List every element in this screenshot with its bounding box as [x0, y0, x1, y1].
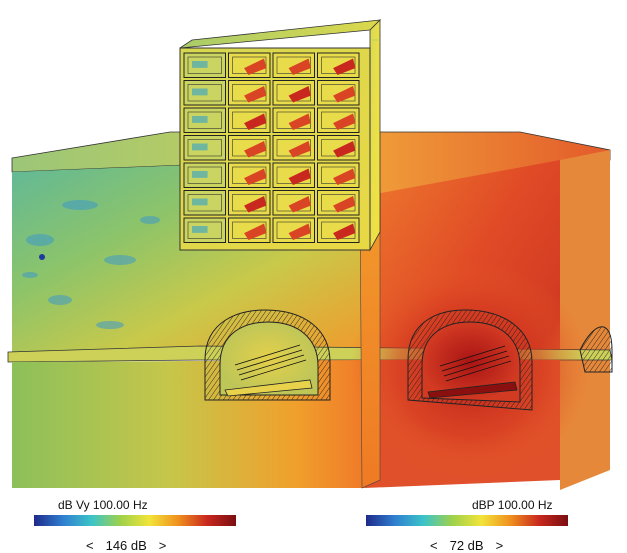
cell — [317, 162, 360, 188]
minimum-point — [39, 254, 45, 260]
legend-left-value: 146 dB — [105, 538, 147, 553]
tunnel-far-right — [579, 326, 613, 373]
box-side-face — [369, 19, 381, 252]
cell — [228, 217, 271, 243]
cell — [183, 80, 226, 106]
cell — [228, 190, 271, 216]
cell — [183, 135, 226, 161]
legend-left-colorbar — [34, 515, 236, 526]
cell-grid — [183, 52, 360, 243]
cell — [183, 162, 226, 188]
legend-right-prev-button[interactable]: < — [430, 538, 438, 553]
cell — [228, 80, 271, 106]
cell — [272, 80, 315, 106]
cell — [272, 52, 315, 78]
tunnel-left — [204, 309, 331, 401]
cell — [272, 162, 315, 188]
cell — [183, 217, 226, 243]
legend-left-prev-button[interactable]: < — [86, 538, 94, 553]
cell — [228, 107, 271, 133]
legend-right-colorbar — [366, 515, 568, 526]
cell — [272, 190, 315, 216]
legend-left-next-button[interactable]: > — [158, 538, 167, 553]
cell — [317, 80, 360, 106]
cell — [228, 135, 271, 161]
box-top — [179, 19, 382, 49]
cell — [183, 52, 226, 78]
cell — [183, 190, 226, 216]
cell — [317, 190, 360, 216]
legend-left-title: dB Vy 100.00 Hz — [58, 498, 148, 512]
cell — [317, 52, 360, 78]
cell — [272, 217, 315, 243]
legend-right-next-button[interactable]: > — [495, 538, 504, 553]
cell — [317, 217, 360, 243]
cell — [183, 107, 226, 133]
legend-left-range: < 146 dB > — [86, 538, 166, 553]
legend-right-range: < 72 dB > — [430, 538, 503, 553]
low-level-speckles — [22, 200, 160, 329]
cell — [272, 107, 315, 133]
cell — [272, 135, 315, 161]
cell — [317, 107, 360, 133]
cell — [228, 52, 271, 78]
cell — [228, 162, 271, 188]
tunnel-right — [407, 309, 533, 411]
cell — [317, 135, 360, 161]
legend-right-title: dBP 100.00 Hz — [472, 498, 553, 512]
legend-right-value: 72 dB — [449, 538, 484, 553]
